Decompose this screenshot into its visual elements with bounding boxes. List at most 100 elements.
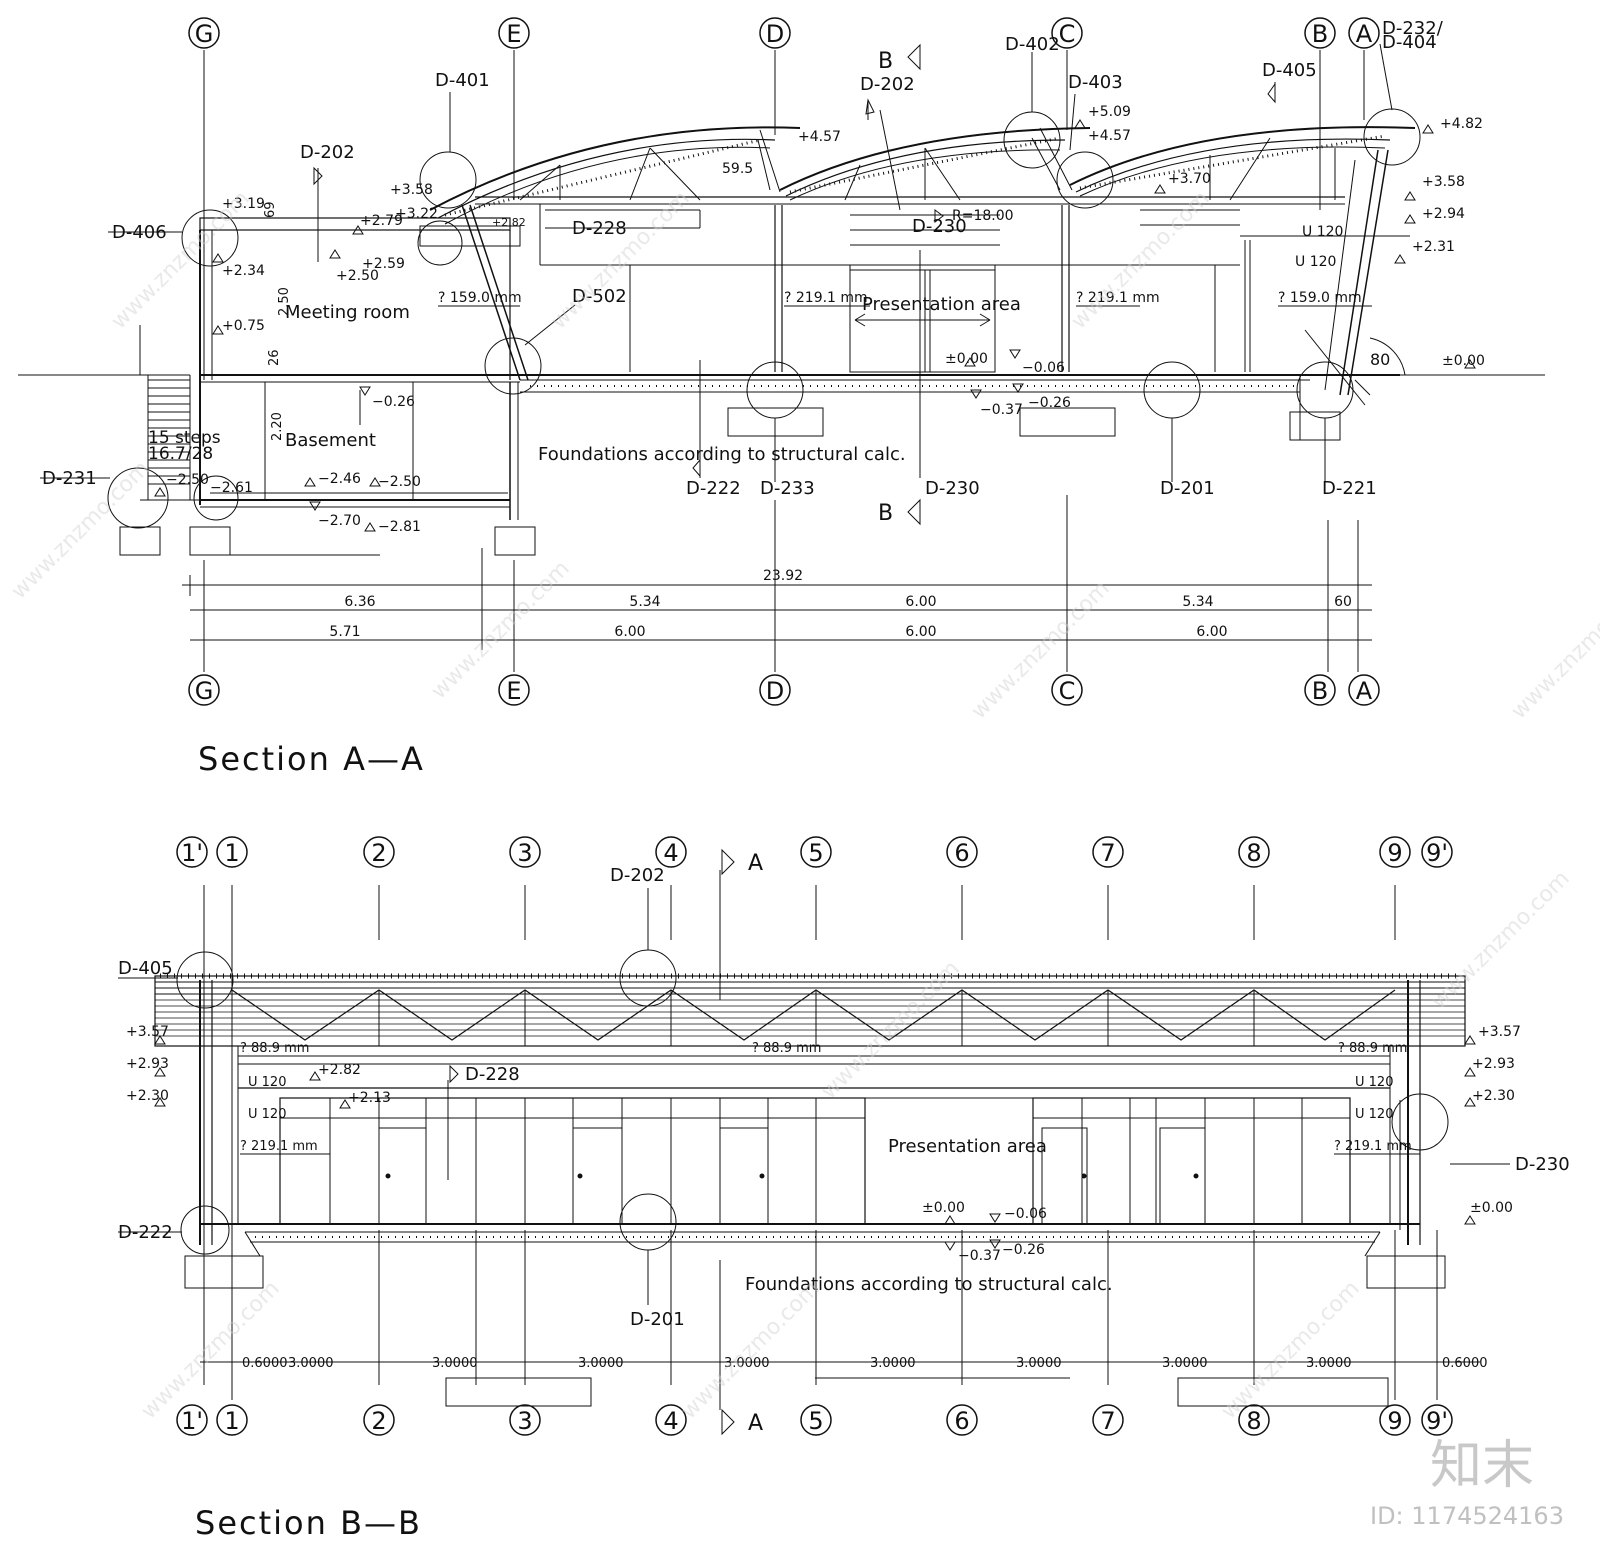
detail-d405-b: D-405 — [118, 958, 173, 979]
grid-label-7: 7 — [1100, 839, 1115, 867]
watermark-8: www.znzmo.com — [137, 1276, 285, 1424]
detail-d222-b: D-222 — [118, 1222, 173, 1243]
dia-159-b: ? 159.0 mm — [1278, 290, 1362, 306]
level-457-a: +4.57 — [798, 129, 841, 145]
level-m281: −2.81 — [378, 519, 421, 535]
watermark-2: www.znzmo.com — [547, 186, 695, 334]
leaders-a — [40, 43, 1393, 482]
foundations-note-b: Foundations according to structural calc… — [745, 1274, 1113, 1295]
detail-d230-a1: D-230 — [912, 216, 967, 237]
height-69: 69 — [263, 201, 278, 218]
dim-total: 23.92 — [763, 568, 803, 584]
level-294: +2.94 — [1422, 206, 1465, 222]
grid-label-6-bottom: 6 — [954, 1407, 969, 1435]
dia-219-b-left: ? 219.1 mm — [240, 1139, 318, 1154]
level-370: +3.70 — [1168, 171, 1211, 187]
annotations-b: ? 88.9 mm ? 88.9 mm ? 88.9 mm U 120 U 12… — [240, 1041, 1420, 1155]
level-m026-a: −0.26 — [1028, 395, 1071, 411]
radius-18: R=18.00 — [952, 208, 1014, 224]
room-basement: Basement — [285, 430, 376, 451]
section-b: 1' 1 2 3 4 5 6 7 8 9 9' 1' 1 2 3 4 5 — [118, 836, 1570, 1542]
detail-d230-a2: D-230 — [925, 478, 980, 499]
grid-label-c-bottom: C — [1059, 677, 1076, 705]
level-labels-b: +3.57 +2.93 +2.30 +2.82 +2.13 +3.57 +2.9… — [126, 1024, 1521, 1264]
detail-d228-a: D-228 — [572, 218, 627, 239]
level-b-m037: −0.37 — [958, 1248, 1001, 1264]
level-b-293-b: +2.93 — [1472, 1056, 1515, 1072]
section-a-title: Section A—A — [198, 740, 425, 778]
stairs-ratio: 16.7/28 — [148, 444, 213, 464]
grid-label-e-bottom: E — [506, 677, 521, 705]
dia-889-c: ? 88.9 mm — [1338, 1041, 1407, 1056]
dia-889-a: ? 88.9 mm — [240, 1041, 309, 1056]
detail-d201-b: D-201 — [630, 1309, 685, 1330]
roof-a — [429, 126, 1416, 225]
detail-d233: D-233 — [760, 478, 815, 499]
room-presentation-b: Presentation area — [888, 1136, 1047, 1157]
stairs-steps: 15 steps — [148, 428, 221, 448]
grid-label-6: 6 — [954, 839, 969, 867]
detail-d402: D-402 — [1005, 34, 1060, 55]
level-457-b: +4.57 — [1088, 128, 1131, 144]
detail-d201-a: D-201 — [1160, 478, 1215, 499]
grid-b-bottom — [176, 1404, 1453, 1436]
image-id: ID: 1174524163 — [1370, 1502, 1564, 1530]
level-234: +2.34 — [222, 263, 265, 279]
grid-b-top-labels: 1' 1 2 3 4 5 6 7 8 9 9' — [181, 839, 1448, 867]
level-labels-a: +3.19 +2.79 +2.59 +2.50 +2.34 +0.75 +3.5… — [166, 104, 1485, 535]
detail-labels-a: D-202 D-401 D-202 D-402 D-403 D-405 D-23… — [42, 18, 1444, 526]
detail-d405-a: D-405 — [1262, 60, 1317, 81]
u120-b-3: U 120 — [1355, 1075, 1393, 1090]
roof-b — [154, 973, 1466, 1047]
dimension-labels-b: 0.6000 3.0000 3.0000 3.0000 3.0000 3.000… — [242, 1356, 1488, 1371]
grid-label-g-bottom: G — [195, 677, 214, 705]
dim-b-6: 3.0000 — [870, 1356, 916, 1371]
grid-b-lines — [203, 885, 1438, 1400]
dim-row1-5: 60 — [1334, 594, 1352, 610]
dimensions-a — [182, 575, 1372, 650]
grid-label-5: 5 — [808, 839, 823, 867]
dim-b-8: 3.0000 — [1162, 1356, 1208, 1371]
level-b-357-b: +3.57 — [1478, 1024, 1521, 1040]
dim-b-7: 3.0000 — [1016, 1356, 1062, 1371]
grid-label-1p: 1' — [181, 839, 203, 867]
grid-label-5-bottom: 5 — [808, 1407, 823, 1435]
level-m037: −0.37 — [980, 402, 1023, 418]
height-250: 2.50 — [277, 287, 292, 316]
dim-row1-4: 5.34 — [1182, 594, 1213, 610]
building-b — [184, 980, 1446, 1407]
grid-a-top: G E D C B A — [188, 17, 1380, 49]
level-358: +3.58 — [390, 182, 433, 198]
grid-b-bottom-labels: 1' 1 2 3 4 5 6 7 8 9 9' — [181, 1407, 1448, 1435]
room-meeting: Meeting room — [285, 302, 410, 323]
dim-b-1: 0.6000 — [242, 1356, 288, 1371]
section-mark-a-bottom: A — [748, 1411, 763, 1436]
detail-d228-b: D-228 — [465, 1064, 520, 1085]
level-m261: −2.61 — [210, 480, 253, 496]
detail-d231: D-231 — [42, 468, 97, 489]
dim-row1-1: 6.36 — [344, 594, 375, 610]
dim-row1-2: 5.34 — [629, 594, 660, 610]
watermark-9: www.znzmo.com — [677, 1276, 825, 1424]
dim-b-10: 0.6000 — [1442, 1356, 1488, 1371]
grid-label-d-bottom: D — [766, 677, 784, 705]
level-b-000-a: ±0.00 — [922, 1200, 965, 1216]
level-triangles-a — [154, 119, 1476, 532]
level-b-m026: −0.26 — [1002, 1242, 1045, 1258]
level-319: +3.19 — [222, 196, 265, 212]
level-triangles-b — [154, 1035, 1476, 1251]
detail-d202-b: D-202 — [610, 865, 665, 886]
ground-line-a — [18, 325, 1545, 376]
grid-label-1-bottom: 1 — [224, 1407, 239, 1435]
watermark-7: www.znzmo.com — [1507, 576, 1600, 724]
dim-row2-4: 6.00 — [1196, 624, 1227, 640]
grid-label-b-bottom: B — [1312, 677, 1328, 705]
markers-a — [313, 43, 1276, 526]
section-mark-a-top: A — [748, 851, 763, 876]
angle-80: 80 — [1370, 350, 1390, 369]
brand-corner: 知末 ID: 1174524163 — [1370, 1436, 1564, 1530]
section-mark-b-bottom: B — [878, 501, 893, 526]
level-000-a: ±0.00 — [945, 351, 988, 367]
grid-label-2: 2 — [371, 839, 386, 867]
height-26: 26 — [267, 349, 282, 366]
